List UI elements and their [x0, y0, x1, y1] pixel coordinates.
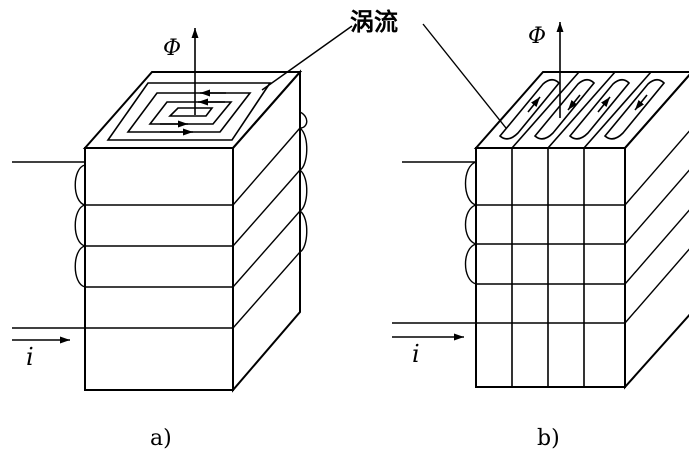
caption-a: a): [150, 426, 172, 451]
coil-a-turns: [12, 111, 308, 329]
eddy-current-label: 涡流: [350, 8, 398, 36]
caption-b: b): [537, 426, 560, 451]
laminations-b: [511, 71, 652, 387]
flux-symbol-a: Φ: [163, 36, 181, 61]
eddy-loops-b: [498, 78, 666, 140]
eddy-label-leaders: [261, 23, 507, 129]
core-b-front-face: [475, 147, 626, 388]
core-a-side-face: [232, 69, 301, 393]
current-symbol-b: i: [412, 340, 420, 368]
panel-b-laminated-core: [392, 22, 689, 390]
eddy-arrows-b: [527, 94, 648, 113]
core-b-side-face: [624, 73, 689, 390]
panel-a-solid-core: [12, 28, 308, 393]
eddy-arrows-a: [160, 89, 226, 136]
current-symbol-a: i: [26, 343, 34, 371]
core-b-top-face: [473, 71, 689, 149]
coil-b-turns: [392, 130, 689, 324]
flux-symbol-b: Φ: [528, 24, 546, 49]
core-a-front-face: [84, 147, 234, 391]
